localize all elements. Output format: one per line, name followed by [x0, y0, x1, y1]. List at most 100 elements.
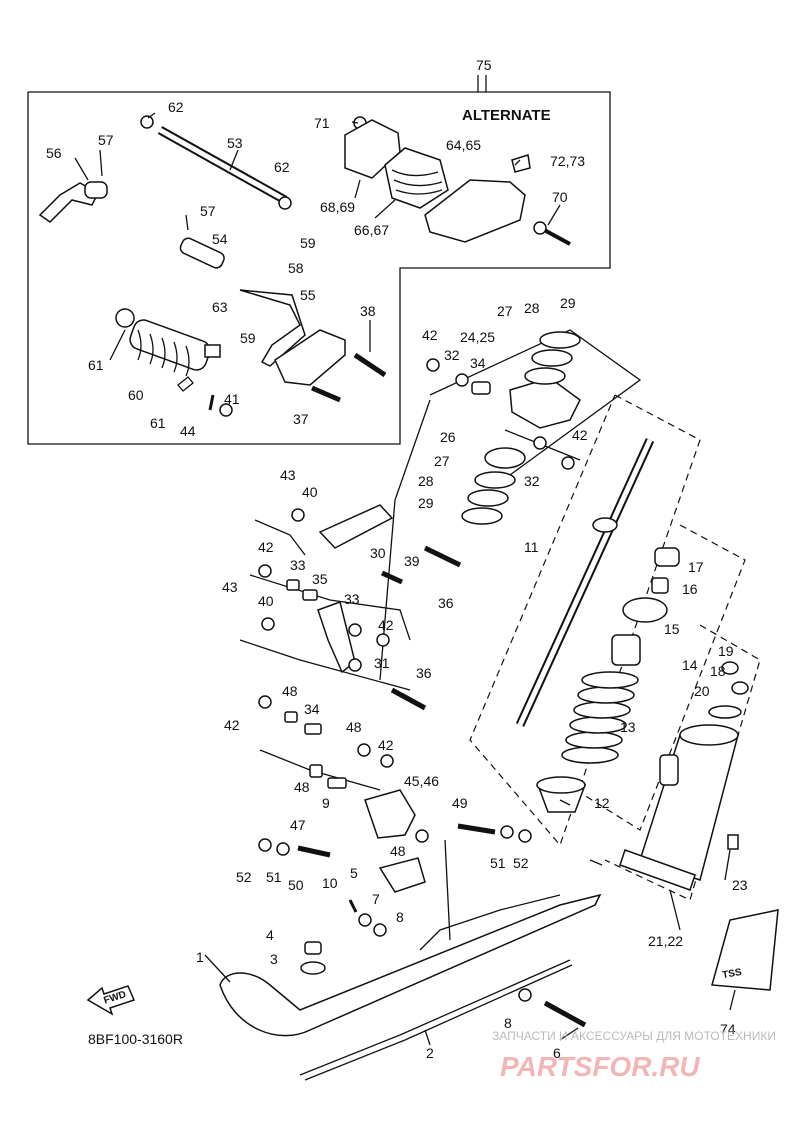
- callout-58: 58: [288, 260, 304, 276]
- callout-53: 53: [227, 135, 243, 151]
- callout-42c: 42: [258, 539, 274, 555]
- callout-56: 56: [46, 145, 62, 161]
- callout-26: 26: [440, 429, 456, 445]
- callout-61: 61: [88, 357, 104, 373]
- callout-3: 3: [270, 951, 278, 967]
- callout-33b: 33: [344, 591, 360, 607]
- callout-1: 1: [196, 949, 204, 965]
- callout-6: 6: [553, 1045, 561, 1061]
- callout-48b: 48: [346, 719, 362, 735]
- callout-42b: 42: [572, 427, 588, 443]
- callout-32b: 32: [524, 473, 540, 489]
- callout-52b: 52: [236, 869, 252, 885]
- callout-51: 51: [490, 855, 506, 871]
- callout-8b: 8: [504, 1015, 512, 1031]
- callout-43: 43: [280, 467, 296, 483]
- callout-37: 37: [293, 411, 309, 427]
- callout-17: 17: [688, 559, 704, 575]
- callout-48c: 48: [294, 779, 310, 795]
- callout-44: 44: [180, 423, 196, 439]
- callout-74: 74: [720, 1021, 736, 1037]
- callout-8: 8: [396, 909, 404, 925]
- label-74-text: TSS: [722, 967, 743, 981]
- callout-10: 10: [322, 875, 338, 891]
- callout-68-69: 68,69: [320, 199, 355, 215]
- callout-45-46: 45,46: [404, 773, 439, 789]
- callout-41: 41: [224, 391, 240, 407]
- callout-72-73: 72,73: [550, 153, 585, 169]
- callout-29b: 29: [418, 495, 434, 511]
- callout-61b: 61: [150, 415, 166, 431]
- callout-42d: 42: [378, 617, 394, 633]
- callout-2: 2: [426, 1045, 434, 1061]
- callout-70: 70: [552, 189, 568, 205]
- callout-47: 47: [290, 817, 306, 833]
- callout-36: 36: [438, 595, 454, 611]
- callout-64-65: 64,65: [446, 137, 481, 153]
- callout-34: 34: [470, 355, 486, 371]
- callout-21-22: 21,22: [648, 933, 683, 949]
- callout-29: 29: [560, 295, 576, 311]
- callout-50: 50: [288, 877, 304, 893]
- callout-51b: 51: [266, 869, 282, 885]
- callout-28: 28: [524, 300, 540, 316]
- callout-39: 39: [404, 553, 420, 569]
- callout-59: 59: [300, 235, 316, 251]
- callout-24-25: 24,25: [460, 329, 495, 345]
- callout-4: 4: [266, 927, 274, 943]
- callout-30: 30: [370, 545, 386, 561]
- callout-54: 54: [212, 231, 228, 247]
- watermark-tagline: ЗАПЧАСТИ И АКСЕССУАРЫ ДЛЯ МОТОТЕХНИКИ: [492, 1029, 776, 1043]
- callout-9: 9: [322, 795, 330, 811]
- callout-49: 49: [452, 795, 468, 811]
- main-parts: [219, 331, 779, 1081]
- leader-lines: [74, 112, 736, 1046]
- callout-31: 31: [374, 655, 390, 671]
- callout-57: 57: [98, 132, 114, 148]
- callout-57b: 57: [200, 203, 216, 219]
- callout-52: 52: [513, 855, 529, 871]
- callout-7: 7: [372, 891, 380, 907]
- fwd-arrow-icon: FWD: [86, 985, 136, 1016]
- drawing-code: 8BF100-3160R: [88, 1031, 183, 1047]
- callout-59b: 59: [240, 330, 256, 346]
- callout-40: 40: [302, 484, 318, 500]
- watermark-logo: PARTSFOR.RU: [500, 1051, 700, 1082]
- callout-40b: 40: [258, 593, 274, 609]
- callout-labels: 75 62 71 57 53 56 64,65 72,73 62 68,69 7…: [46, 57, 748, 1061]
- callout-28b: 28: [418, 473, 434, 489]
- callout-5: 5: [350, 865, 358, 881]
- callout-66-67: 66,67: [354, 222, 389, 238]
- alternate-label: ALTERNATE: [462, 107, 551, 124]
- callout-19: 19: [718, 643, 734, 659]
- callout-27: 27: [497, 303, 513, 319]
- callout-48d: 48: [390, 843, 406, 859]
- callout-18: 18: [710, 663, 726, 679]
- callout-75: 75: [476, 57, 492, 73]
- callout-14: 14: [682, 657, 698, 673]
- callout-55: 55: [300, 287, 316, 303]
- callout-12: 12: [594, 795, 610, 811]
- callout-20: 20: [694, 683, 710, 699]
- callout-62: 62: [168, 99, 184, 115]
- callout-43b: 43: [222, 579, 238, 595]
- callout-48: 48: [282, 683, 298, 699]
- callout-42f: 42: [378, 737, 394, 753]
- callout-42: 42: [422, 327, 438, 343]
- callout-27b: 27: [434, 453, 450, 469]
- callout-42e: 42: [224, 717, 240, 733]
- callout-11: 11: [524, 539, 539, 555]
- alternate-parts: [38, 115, 571, 417]
- callout-38: 38: [360, 303, 376, 319]
- callout-63: 63: [212, 299, 228, 315]
- callout-71: 71: [314, 115, 330, 131]
- callout-16: 16: [682, 581, 698, 597]
- callout-35: 35: [312, 571, 328, 587]
- alternate-section: ALTERNATE: [27, 75, 611, 445]
- callout-36b: 36: [416, 665, 432, 681]
- callout-13: 13: [620, 719, 636, 735]
- callout-23: 23: [732, 877, 748, 893]
- callout-60: 60: [128, 387, 144, 403]
- callout-34b: 34: [304, 701, 320, 717]
